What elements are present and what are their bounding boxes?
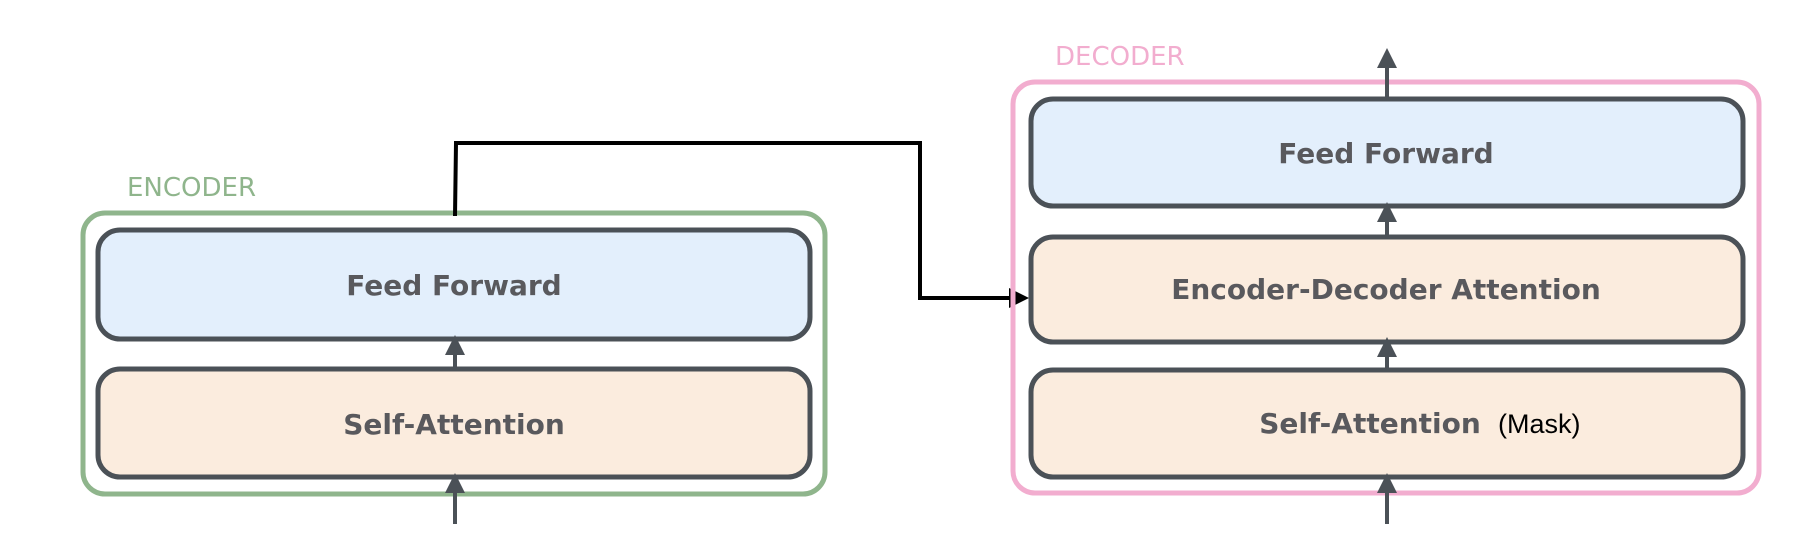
decoder-label: DECODER bbox=[1055, 42, 1185, 72]
encoder-to-decoder-connector bbox=[453, 141, 1029, 308]
decoder-self-attention-label: Self-Attention bbox=[1259, 407, 1481, 440]
encoder-feed-forward-label: Feed Forward bbox=[346, 269, 561, 302]
encoder-label: ENCODER bbox=[127, 173, 256, 203]
decoder-feed-forward-label: Feed Forward bbox=[1278, 137, 1493, 170]
decoder-enc-dec-attention-label: Encoder-Decoder Attention bbox=[1171, 273, 1601, 306]
encoder-self-attention-label: Self-Attention bbox=[343, 408, 565, 441]
decoder-mask-note: (Mask) bbox=[1498, 409, 1581, 439]
